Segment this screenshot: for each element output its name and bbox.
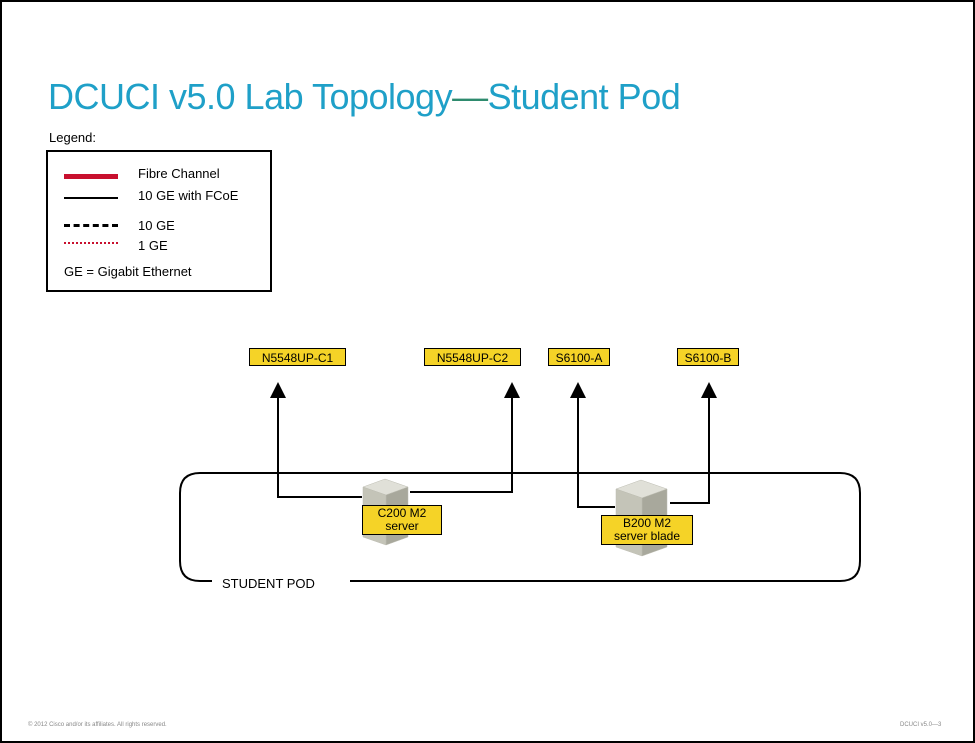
- device-label-n5548up-c2: N5548UP-C2: [424, 348, 521, 366]
- slide-number: DCUCI v5.0—3: [900, 722, 942, 728]
- student-pod-label: STUDENT POD: [222, 576, 315, 591]
- link-c200-to-n5548-c2: [410, 382, 520, 493]
- server-label-line2: server blade: [613, 529, 681, 543]
- page-title: DCUCI v5.0 Lab Topology—Student Pod: [48, 76, 681, 118]
- legend-heading: Legend:: [49, 130, 96, 145]
- device-label-n5548up-c1: N5548UP-C1: [249, 348, 346, 366]
- 10ge-swatch: [64, 224, 118, 227]
- link-b200-to-s6100-b: [670, 382, 717, 504]
- fcoe-swatch: [64, 197, 118, 199]
- link-c200-to-n5548-c1: [270, 382, 362, 498]
- legend-item-label: 10 GE with FCoE: [138, 188, 239, 203]
- server-label-line2: server: [385, 519, 419, 533]
- title-part1: DCUCI v5.0 Lab Topology: [48, 76, 453, 117]
- device-label-s6100-b: S6100-B: [677, 348, 739, 366]
- link-b200-to-s6100-a: [570, 382, 615, 508]
- copyright-footer: © 2012 Cisco and/or its affiliates. All …: [28, 722, 167, 728]
- title-dash: —: [452, 76, 488, 117]
- 1ge-swatch: [64, 242, 118, 244]
- legend-item-label: 10 GE: [138, 218, 175, 233]
- b200-server-label: B200 M2 server blade: [601, 515, 693, 545]
- server-label-line1: B200 M2: [622, 516, 672, 530]
- title-part2: Student Pod: [487, 76, 681, 117]
- student-pod-boundary: [179, 472, 861, 582]
- server-label-line1: C200 M2: [377, 506, 427, 520]
- legend-note: GE = Gigabit Ethernet: [64, 264, 192, 279]
- c200-server-label: C200 M2 server: [362, 505, 442, 535]
- legend-box: Fibre Channel 10 GE with FCoE 10 GE 1 GE…: [46, 150, 272, 292]
- legend-item-label: 1 GE: [138, 238, 168, 253]
- fibre-channel-swatch: [64, 174, 118, 179]
- device-label-s6100-a: S6100-A: [548, 348, 610, 366]
- legend-item-label: Fibre Channel: [138, 166, 220, 181]
